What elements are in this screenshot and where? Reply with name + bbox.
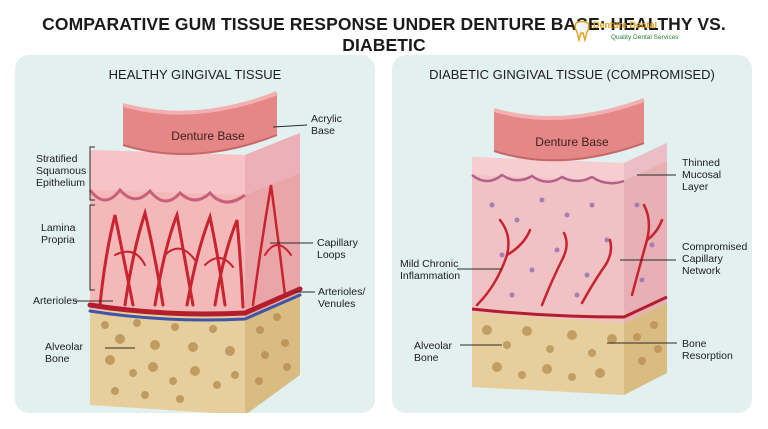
label-lamina-propria: Lamina Propria — [41, 222, 75, 246]
logo-name: Denture Dental — [593, 20, 657, 30]
tooth-logo-icon — [573, 20, 591, 42]
healthy-panel: HEALTHY GINGIVAL TISSUE — [15, 55, 375, 413]
label-thinned-mucosal-layer: Thinned Mucosal Layer — [682, 157, 721, 193]
label-compromised-capillary-network: Compromised Capillary Network — [682, 241, 747, 277]
label-mild-chronic-inflammation: Mild Chronic Inflammation — [400, 258, 460, 282]
label-alveolar-bone: Alveolar Bone — [45, 341, 83, 365]
denture-base-shape — [123, 93, 277, 154]
label-stratified-epithelium: Stratified Squamous Epithelium — [36, 153, 86, 189]
logo-tagline: Quality Dental Services — [611, 34, 679, 41]
logo: Denture Dental Quality Dental Services — [573, 20, 701, 46]
healthy-denture-base-label: Denture Base — [163, 129, 253, 143]
diabetic-denture-base-shape — [494, 100, 644, 160]
label-capillary-loops: Capillary Loops — [317, 237, 358, 261]
label-bone-resorption: Bone Resorption — [682, 338, 733, 362]
diabetic-panel: DIABETIC GINGIVAL TISSUE (COMPROMISED) — [392, 55, 752, 413]
label-acrylic-base: Acrylic Base — [311, 113, 342, 137]
diabetic-denture-base-label: Denture Base — [527, 135, 617, 149]
label-arterioles-venules: Arterioles/ Venules — [318, 286, 365, 310]
label-diabetic-alveolar-bone: Alveolar Bone — [414, 340, 452, 364]
label-arterioles: Arterioles — [33, 295, 77, 307]
